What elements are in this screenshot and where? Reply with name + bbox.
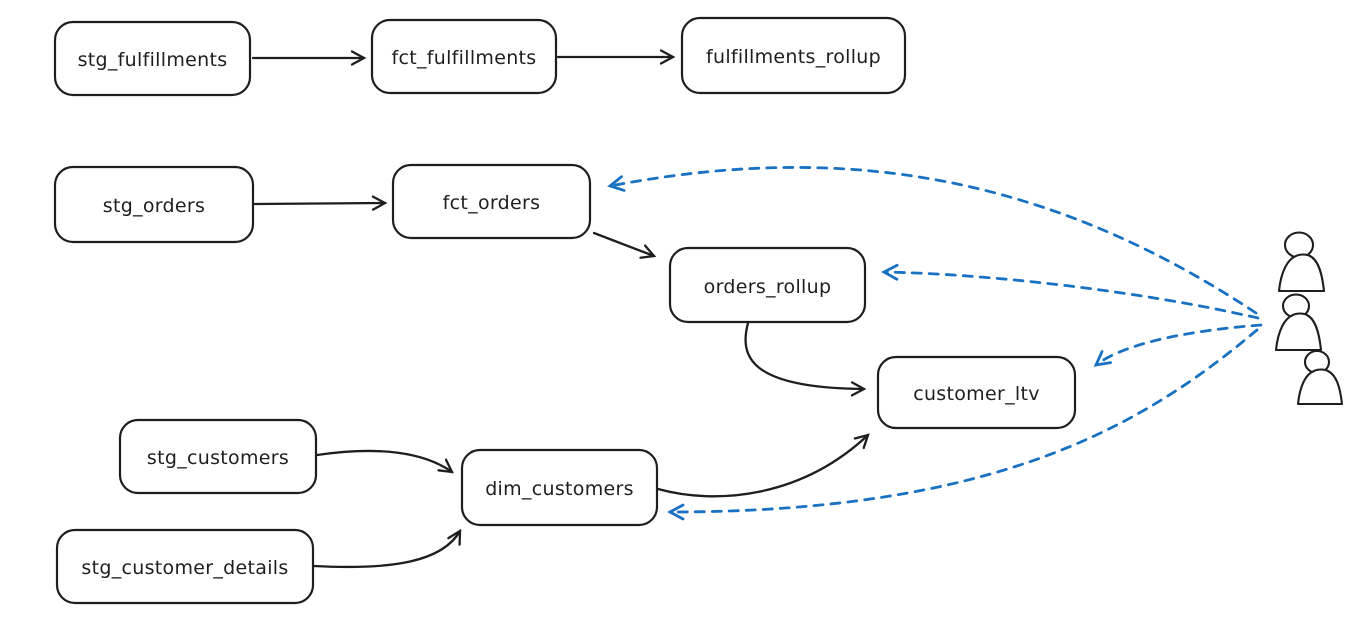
node-label-stg_fulfillments: stg_fulfillments [78, 49, 228, 71]
consumer-edge-fct_orders [607, 166, 1258, 315]
user-icon [1274, 293, 1323, 352]
edge-orders_rollup-customer_ltv [744, 321, 867, 397]
node-dim_customers[interactable]: dim_customers [460, 448, 659, 527]
node-stg_customer_details[interactable]: stg_customer_details [55, 528, 315, 605]
users-icon[interactable] [1274, 231, 1344, 406]
node-label-stg_customers: stg_customers [147, 447, 289, 469]
node-fct_fulfillments[interactable]: fct_fulfillments [370, 18, 558, 95]
node-label-dim_customers: dim_customers [485, 478, 634, 500]
node-label-fct_orders: fct_orders [443, 192, 541, 214]
node-customer_ltv[interactable]: customer_ltv [876, 355, 1077, 430]
node-orders_rollup[interactable]: orders_rollup [668, 246, 867, 324]
node-fulfillments_rollup[interactable]: fulfillments_rollup [680, 16, 907, 95]
consumer-edge-dim_customers [667, 328, 1259, 521]
consumer-edge-orders_rollup [881, 263, 1260, 320]
node-label-stg_orders: stg_orders [103, 195, 205, 217]
edge-stg_customers-dim_customers [315, 449, 454, 474]
node-label-fct_fulfillments: fct_fulfillments [391, 47, 536, 69]
edge-stg_customer_details-dim_customers [312, 528, 462, 569]
node-label-customer_ltv: customer_ltv [913, 383, 1040, 405]
node-fct_orders[interactable]: fct_orders [391, 163, 592, 240]
edge-dim_customers-customer_ltv [656, 433, 870, 498]
node-label-stg_customer_details: stg_customer_details [81, 557, 288, 579]
node-label-fulfillments_rollup: fulfillments_rollup [706, 46, 881, 68]
node-stg_orders[interactable]: stg_orders [53, 165, 255, 244]
node-stg_customers[interactable]: stg_customers [118, 418, 318, 495]
user-icon [1296, 349, 1344, 406]
edge-stg_orders-fct_orders [253, 195, 388, 211]
node-label-orders_rollup: orders_rollup [704, 276, 832, 298]
node-stg_fulfillments[interactable]: stg_fulfillments [53, 20, 252, 97]
consumer-edge-customer_ltv [1093, 323, 1263, 367]
edge-fct_orders-orders_rollup [592, 231, 657, 259]
user-icon [1277, 231, 1326, 293]
